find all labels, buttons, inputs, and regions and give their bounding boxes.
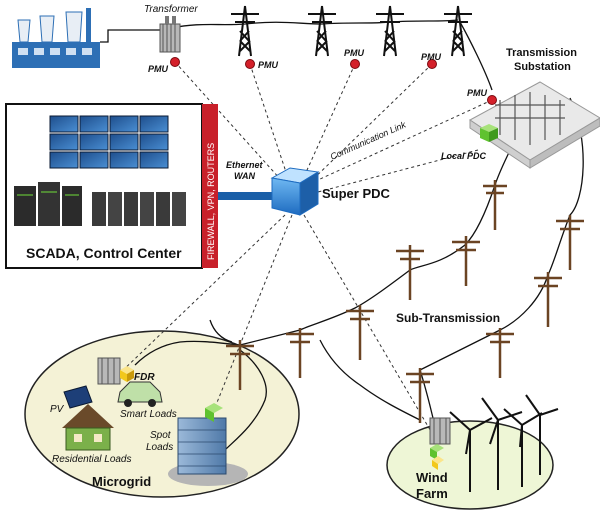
microgrid-area bbox=[24, 330, 300, 498]
substation-icon bbox=[469, 81, 600, 169]
wan-label: WAN bbox=[234, 171, 255, 181]
video-wall-icon bbox=[49, 115, 169, 169]
solar-panel-icon bbox=[63, 385, 93, 409]
transmission-tower-icon bbox=[231, 5, 472, 57]
pv-label: PV bbox=[50, 404, 65, 415]
cube-icon bbox=[270, 167, 320, 216]
scada-label: SCADA, Control Center bbox=[26, 245, 182, 261]
transformer-icon bbox=[159, 16, 181, 53]
pmu-label-2: PMU bbox=[258, 60, 279, 70]
ethernet-label: Ethernet bbox=[226, 160, 264, 170]
firewall-bar bbox=[202, 104, 218, 268]
communication-link-label: Communication Link bbox=[329, 119, 408, 162]
residential-loads-label: Residential Loads bbox=[52, 454, 132, 465]
pmu-label-5: PMU bbox=[467, 88, 488, 98]
microgrid-label: Microgrid bbox=[92, 474, 151, 489]
smart-loads-label: Smart Loads bbox=[120, 409, 177, 420]
super-pdc-label: Super PDC bbox=[322, 186, 391, 201]
fdr-icon bbox=[430, 444, 444, 470]
substation-label-1: Transmission bbox=[506, 47, 577, 59]
firewall-label: FIREWALL, VPN, ROUTERS bbox=[206, 143, 216, 260]
utility-pole-icon bbox=[226, 180, 584, 423]
substation-label-2: Substation bbox=[514, 61, 571, 73]
wind-farm-label-1: Wind bbox=[416, 470, 448, 485]
transformer-icon bbox=[97, 357, 121, 385]
local-pdc-label: Local PDC bbox=[441, 151, 487, 161]
office-building-icon bbox=[168, 403, 248, 486]
ethernet-wan-link bbox=[218, 192, 274, 200]
sub-transmission-label: Sub-Transmission bbox=[396, 311, 500, 325]
transformer-icon bbox=[429, 417, 451, 445]
fdr-label: FDR bbox=[134, 372, 155, 383]
pmu-label-4: PMU bbox=[421, 52, 442, 62]
transformer-label: Transformer bbox=[144, 4, 198, 15]
server-rack-icon bbox=[14, 182, 186, 226]
wind-farm-label-2: Farm bbox=[416, 486, 448, 501]
power-plant-icon bbox=[12, 8, 100, 68]
wind-turbine-icon bbox=[449, 394, 559, 492]
fdr-icon bbox=[120, 366, 134, 382]
pmu-label-1: PMU bbox=[148, 64, 169, 74]
local-pdc-icon bbox=[480, 124, 498, 142]
spot-loads-label-1: Spot bbox=[150, 430, 172, 441]
communication-links bbox=[117, 61, 493, 441]
pmu-label-3: PMU bbox=[344, 48, 365, 58]
electric-car-icon bbox=[117, 381, 163, 407]
spot-loads-label-2: Loads bbox=[146, 442, 173, 453]
house-icon bbox=[62, 404, 114, 451]
